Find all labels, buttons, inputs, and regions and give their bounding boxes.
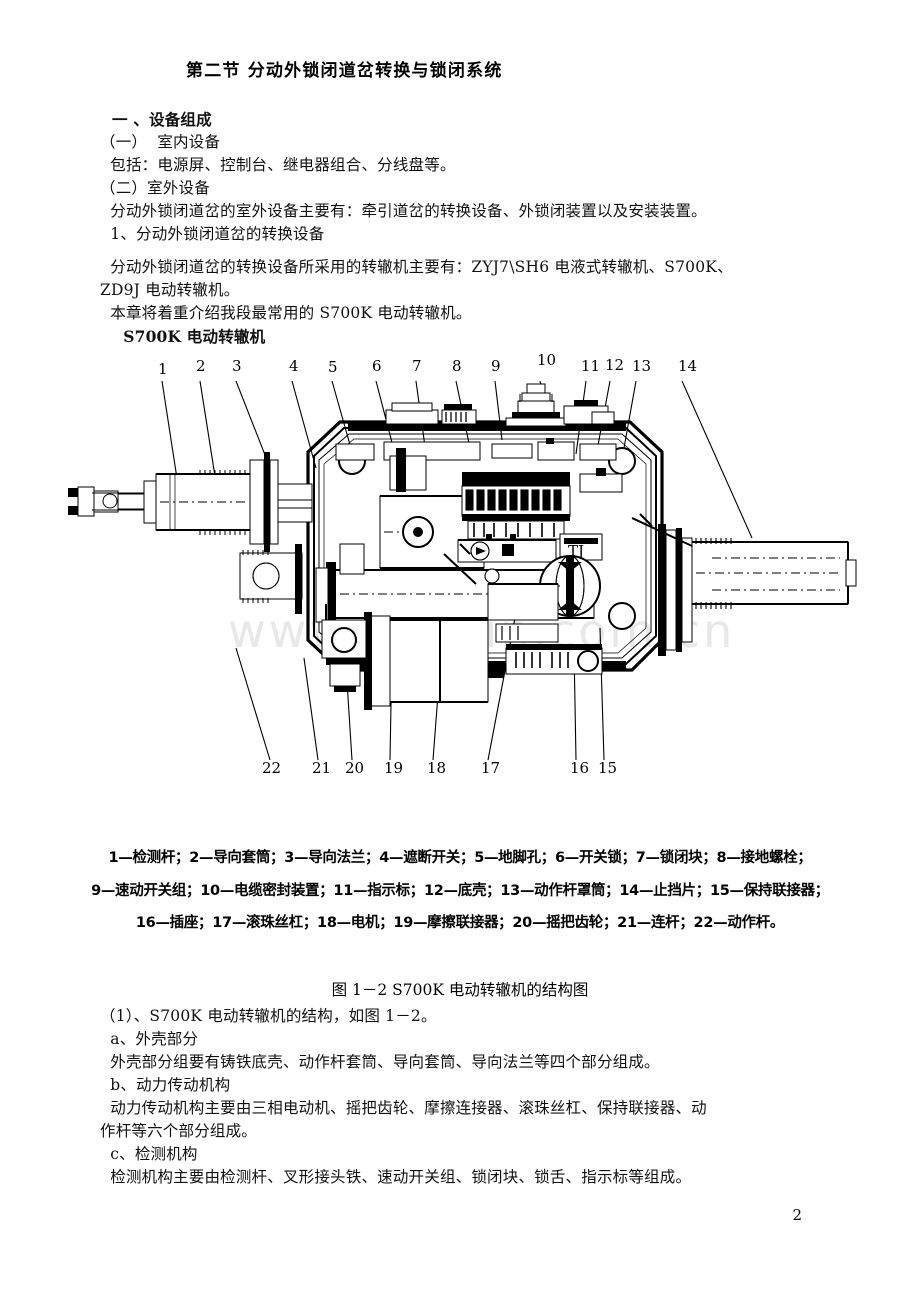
callout-20: 20 xyxy=(345,759,364,777)
callout-11: 11 xyxy=(581,357,600,375)
callout-6: 6 xyxy=(372,357,382,375)
lock-block-area: TJ xyxy=(457,533,603,563)
foot-mount-bracket xyxy=(239,544,303,614)
figure-legend-line-2: 9—速动开关组；10—电缆密封装置；11—指示标；12—底壳；13—动作杆罩筒；… xyxy=(91,883,829,899)
socket-connector xyxy=(505,644,603,675)
friction-coupler xyxy=(321,604,367,692)
left-rod-extension xyxy=(277,483,313,523)
callout-12: 12 xyxy=(605,356,624,374)
callout-10: 10 xyxy=(537,351,556,369)
figure-legend-line-1: 1—检测杆；2—导向套筒；3—导向法兰；4—遮断开关；5—地脚孔；6—开关锁；7… xyxy=(108,850,812,866)
figure-caption: 图 1－2 S700K 电动转辙机的结构图 xyxy=(331,981,589,999)
figure-legend-line-3: 16—插座；17—滚珠丝杠；18—电机；19—摩擦联接器；20—摇把齿轮；21—… xyxy=(135,915,785,931)
callout-15: 15 xyxy=(598,759,617,777)
para-c-detail: 检测机构主要由检测杆、叉形接头铁、速动开关组、锁闭块、锁舌、指示标等组成。 xyxy=(100,1168,692,1186)
callout-16: 16 xyxy=(570,759,589,777)
callout-8: 8 xyxy=(452,357,462,375)
para-a-heading: a、外壳部分 xyxy=(100,1030,199,1048)
callout-2: 2 xyxy=(196,357,206,375)
callout-4: 4 xyxy=(289,357,299,375)
callout-5: 5 xyxy=(328,358,338,376)
callout-numbers-bottom: 22 21 20 19 18 17 16 15 xyxy=(262,759,617,777)
top-lid-components xyxy=(385,383,615,427)
para-b-heading: b、动力传动机构 xyxy=(100,1076,231,1094)
callout-21: 21 xyxy=(312,759,331,777)
thread-top xyxy=(199,470,246,475)
machine-assembly: TJ xyxy=(68,383,857,710)
callout-19: 19 xyxy=(384,759,403,777)
callout-7: 7 xyxy=(412,357,422,375)
callout-22: 22 xyxy=(262,759,281,777)
para-a-detail: 外壳部分组要有铸铁底壳、动作杆套筒、导向套筒、导向法兰等四个部分组成。 xyxy=(100,1053,660,1071)
inner-misc-details xyxy=(335,438,623,643)
motor-block xyxy=(364,612,489,710)
callout-numbers-top: 1 2 3 4 5 6 7 8 9 10 11 12 13 14 xyxy=(158,351,697,378)
action-rod-sleeve-right xyxy=(631,513,857,656)
para-outdoor-equipment-heading: （二）室外设备 xyxy=(100,179,210,197)
detection-rod-left xyxy=(68,452,279,552)
heading-equipment-composition: 一 、设备组成 xyxy=(112,110,212,129)
callout-3: 3 xyxy=(232,357,242,375)
para-indoor-equipment-heading: （一） 室内设备 xyxy=(100,133,221,151)
thread-bottom xyxy=(199,529,246,535)
page-number: 2 xyxy=(792,1206,802,1224)
para-c-heading: c、检测机构 xyxy=(100,1145,198,1163)
section-title: 第二节 分动外锁闭道岔转换与锁闭系统 xyxy=(186,61,503,81)
para-switch-machine-types: 分动外锁闭道岔的转换设备所采用的转辙机主要有：ZYJ7\SH6 电液式转辙机、S… xyxy=(100,258,733,276)
callout-14: 14 xyxy=(678,357,697,375)
callout-18: 18 xyxy=(427,759,446,777)
callout-17: 17 xyxy=(481,759,500,777)
callout-13: 13 xyxy=(632,357,651,375)
para-item-1-heading: 1、分动外锁闭道岔的转换设备 xyxy=(100,225,325,243)
callout-1: 1 xyxy=(158,360,168,378)
para-indoor-equipment-list: 包括：电源屏、控制台、继电器组合、分线盘等。 xyxy=(100,156,456,174)
para-chapter-focus: 本章将着重介绍我段最常用的 S700K 电动转辙机。 xyxy=(100,304,472,322)
subheading-s700k: S700K 电动转辙机 xyxy=(112,327,266,346)
para-b-detail-1: 动力传动机构主要由三相电动机、摇把齿轮、摩擦连接器、滚珠丝杠、保持联接器、动 xyxy=(100,1099,707,1117)
para-switch-machine-types-cont: ZD9J 电动转辙机。 xyxy=(100,281,240,299)
switch-machine-drawing: .ln { stroke:#000; fill:none; stroke-wid… xyxy=(68,351,857,777)
callout-9: 9 xyxy=(491,357,501,375)
para-outdoor-equipment-detail: 分动外锁闭道岔的室外设备主要有：牵引道岔的转换设备、外锁闭装置以及安装装置。 xyxy=(100,202,707,220)
para-structure-intro: （1）、S700K 电动转辙机的结构，如图 1－2。 xyxy=(100,1007,437,1025)
figure-s700k-structure: .ln { stroke:#000; fill:none; stroke-wid… xyxy=(40,348,880,788)
cable-gland-top xyxy=(505,383,567,427)
para-b-detail-2: 作杆等六个部分组成。 xyxy=(100,1122,258,1140)
